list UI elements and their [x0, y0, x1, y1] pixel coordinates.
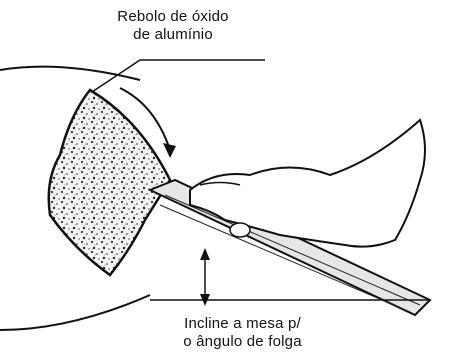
bottom-label: Incline a mesa p/ o ângulo de folga — [150, 315, 335, 351]
top-label-leader — [92, 60, 140, 92]
bottom-label-line1: Incline a mesa p/ — [150, 315, 335, 333]
tilt-arrowhead-up — [200, 248, 210, 260]
fingertip — [230, 223, 250, 237]
rotation-arrowhead — [163, 143, 176, 158]
grinding-wheel-section — [49, 90, 170, 275]
bottom-label-line2: o ângulo de folga — [150, 333, 335, 351]
top-label-line2: de alumínio — [98, 26, 248, 44]
top-label-line1: Rebolo de óxido — [98, 8, 248, 26]
top-label: Rebolo de óxido de alumínio — [98, 8, 248, 44]
wheel-outer-arc-bottom — [0, 295, 150, 330]
